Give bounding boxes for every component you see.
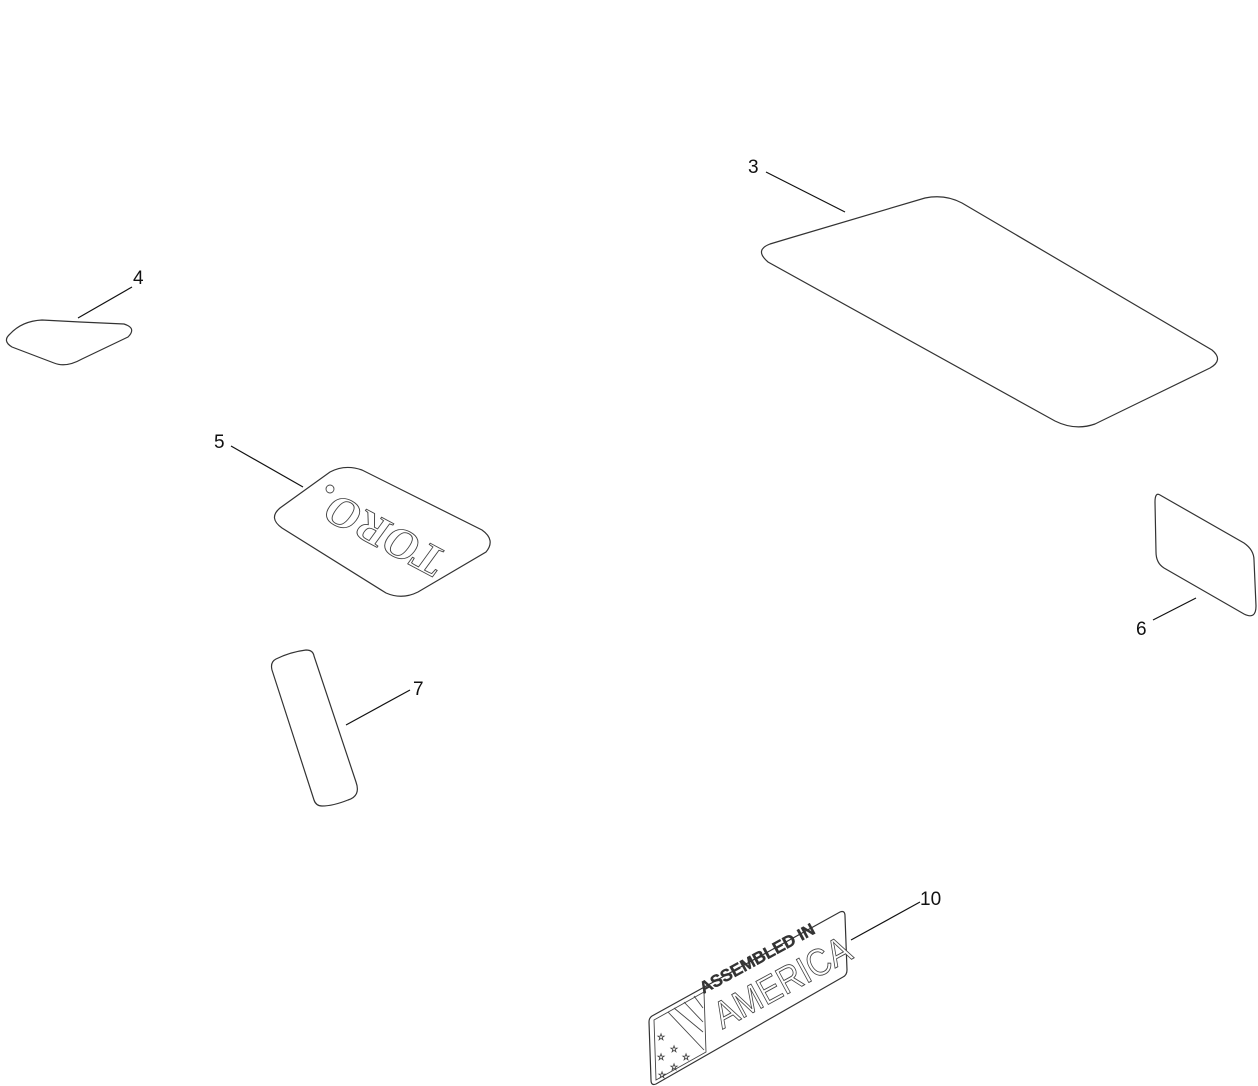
leader-line-5 [230, 445, 304, 488]
callout-7[interactable]: 7 [413, 679, 424, 700]
svg-text:☆: ☆ [657, 1033, 665, 1043]
leader-line-6 [1152, 597, 1197, 621]
flag-icon [653, 991, 707, 1081]
callout-3[interactable]: 3 [748, 157, 759, 178]
svg-text:☆: ☆ [670, 1045, 678, 1055]
callout-4[interactable]: 4 [133, 268, 144, 289]
svg-text:☆: ☆ [670, 1063, 678, 1073]
leader-line-7 [345, 689, 411, 726]
part-7-decal[interactable] [270, 649, 358, 807]
stars-icon: ☆ ☆ ☆ ☆ ☆ ☆ [657, 1033, 691, 1082]
callout-10[interactable]: 10 [920, 889, 941, 910]
svg-text:☆: ☆ [658, 1071, 666, 1081]
part-6-decal[interactable] [1154, 493, 1257, 617]
part-5-toro-decal[interactable]: TORO [273, 466, 491, 597]
leader-line-10 [850, 901, 921, 941]
leader-line-4 [77, 286, 133, 319]
part-4-decal[interactable] [5, 319, 133, 366]
part-3-decal[interactable] [760, 196, 1219, 428]
registered-mark-icon [325, 484, 335, 494]
svg-text:☆: ☆ [657, 1053, 665, 1063]
part-10-assembled-in-america-decal[interactable]: ☆☆ ☆☆ ☆☆ ASSEMBLED IN AMERICA [648, 909, 860, 1086]
leader-line-3 [765, 171, 846, 213]
svg-text:☆: ☆ [682, 1053, 690, 1063]
callout-6[interactable]: 6 [1136, 619, 1147, 640]
callout-5[interactable]: 5 [214, 432, 225, 453]
